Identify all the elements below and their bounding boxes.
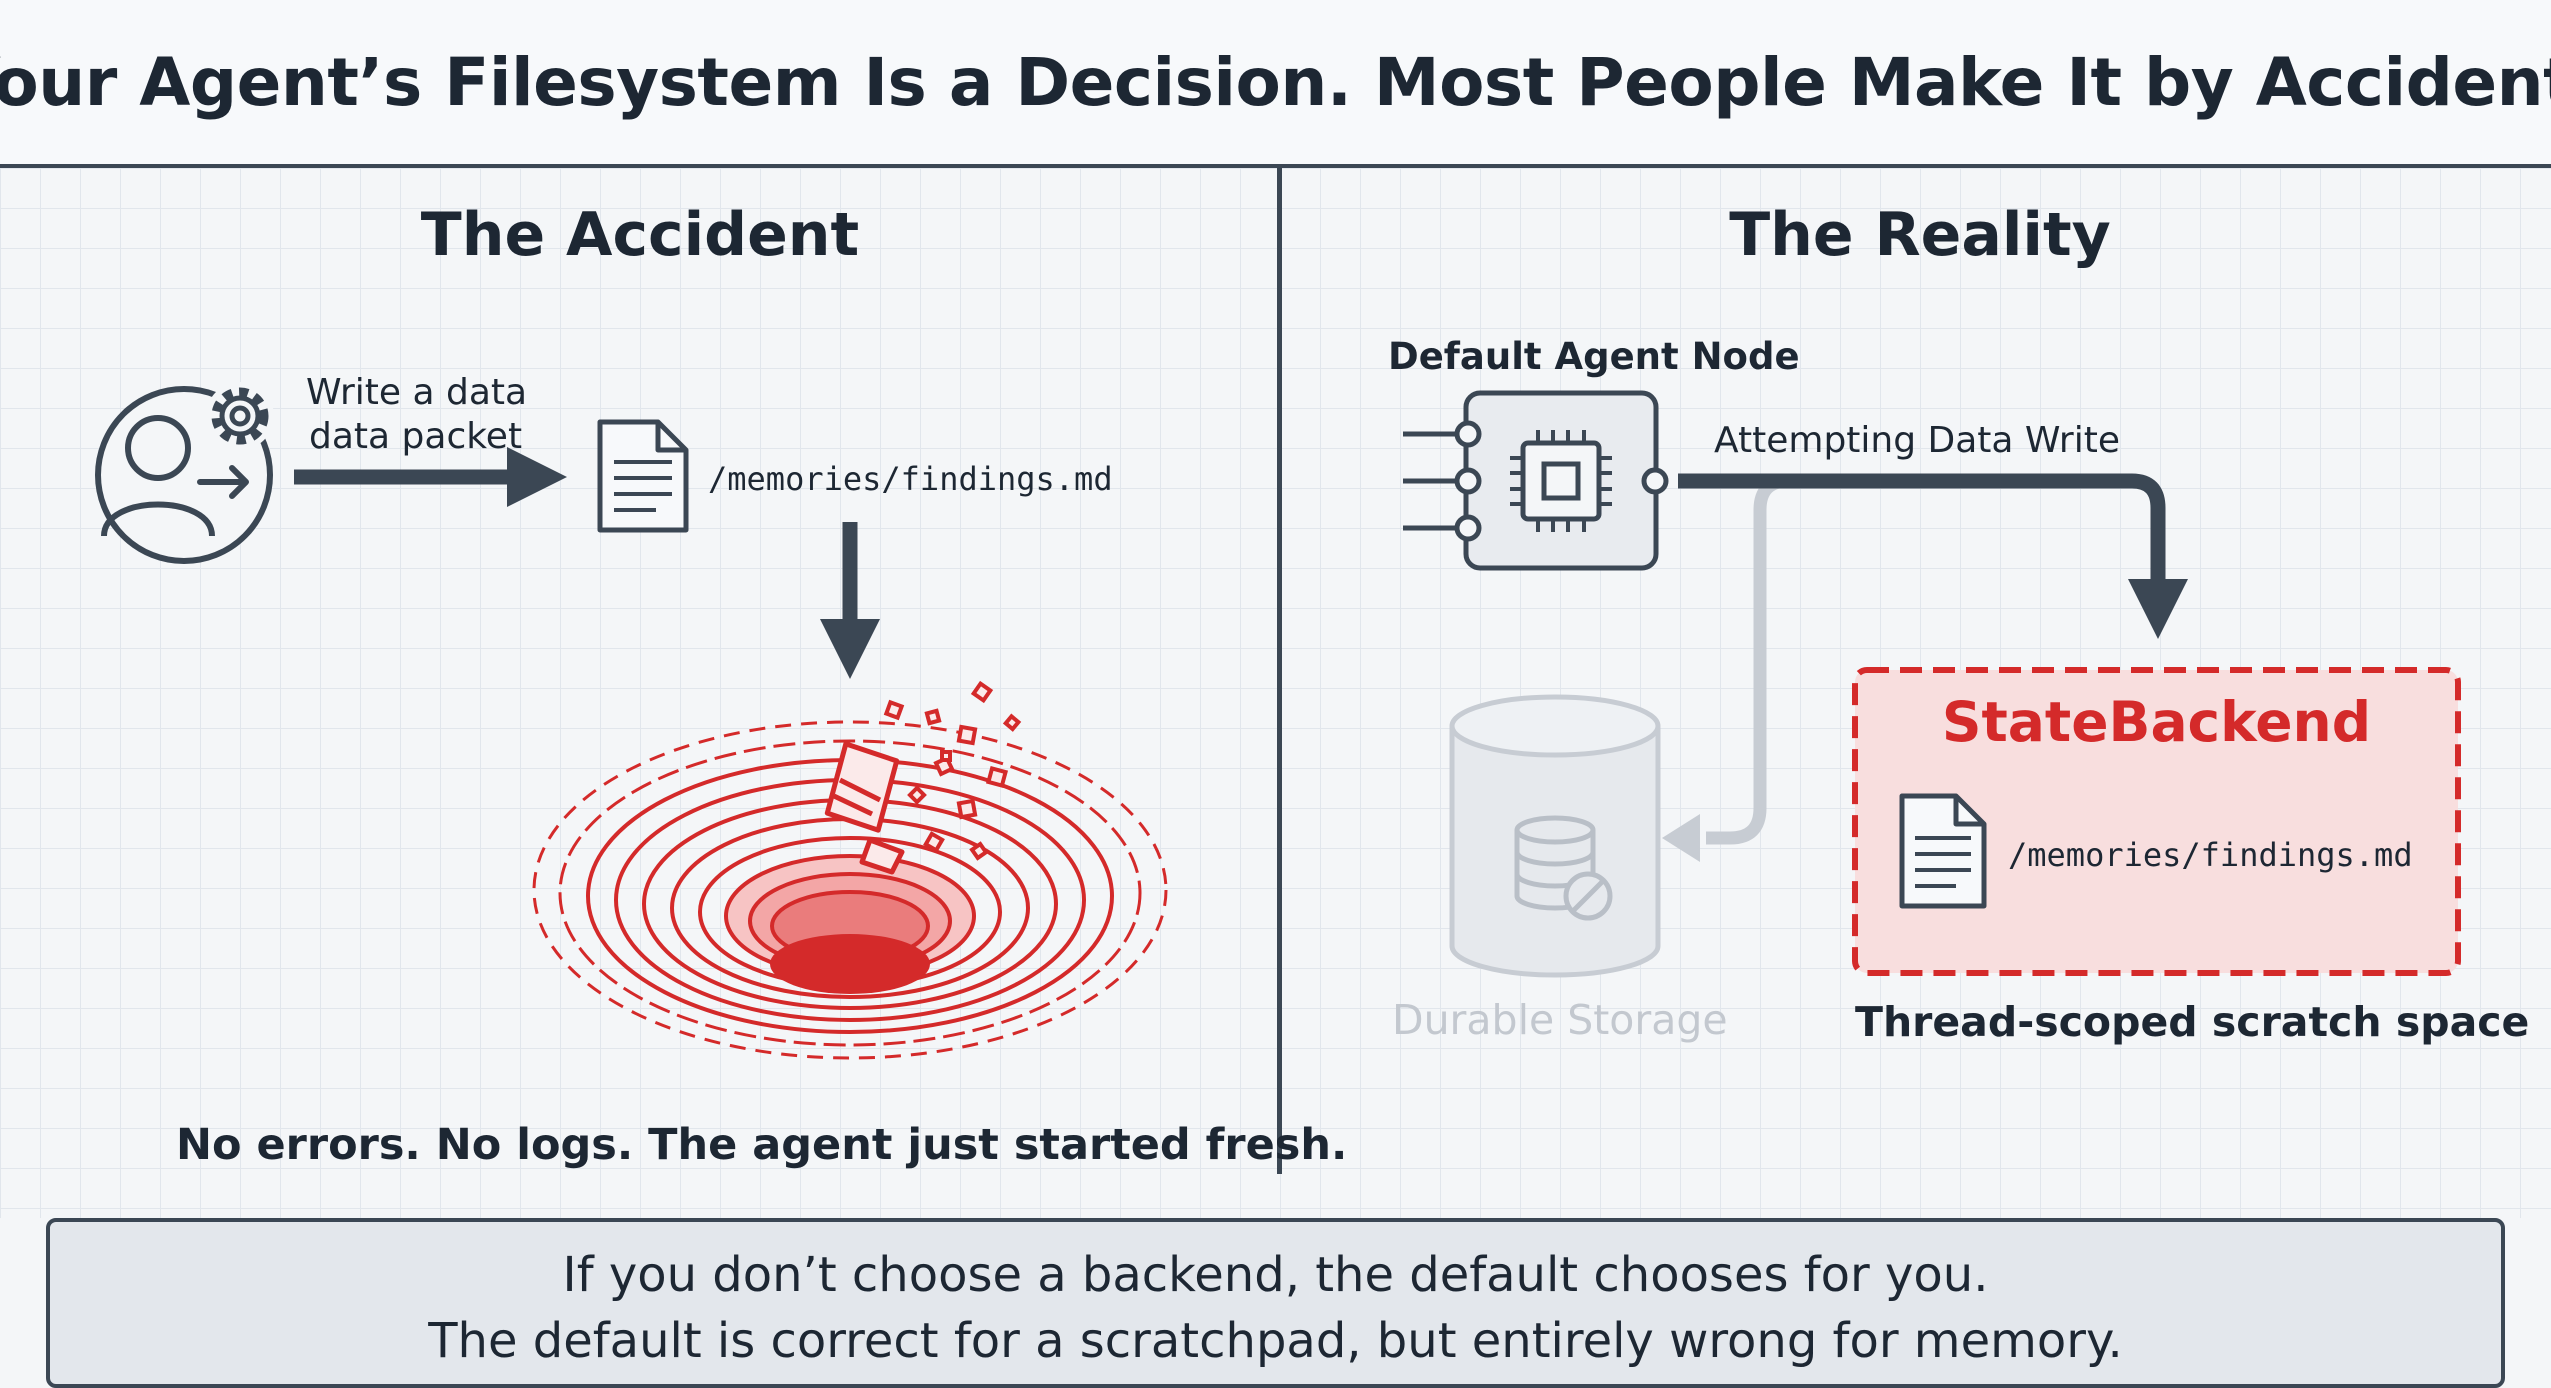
gear-icon [206,382,274,450]
summary-line-1: If you don’t choose a backend, the defau… [562,1247,1989,1303]
agent-node-chip-icon [1403,390,1669,571]
file-path-label: /memories/findings.md [708,460,1113,498]
database-icon [1449,694,1661,978]
state-backend-title: StateBackend [1941,690,2372,754]
write-label-line1: Write a data [306,372,528,413]
write-path-arrow [1678,473,2188,639]
blocked-icon [1563,871,1613,921]
file-icon [597,419,689,533]
backend-caption: Thread-scoped scratch space [1855,998,2530,1046]
durable-storage-label: Durable Storage [1392,996,1728,1044]
right-panel-title: The Reality [1729,200,2111,270]
blocked-storage-path [1662,474,1789,862]
summary-banner: If you don’t choose a backend, the defau… [46,1218,2505,1388]
backend-file-icon [1899,793,1987,909]
write-attempt-label: Attempting Data Write [1714,420,2120,461]
backend-file-path-label: /memories/findings.md [2008,836,2413,874]
state-backend-box [1852,667,2461,976]
write-label-line2: data packet [309,416,523,457]
summary-line-2: The default is correct for a scratchpad,… [428,1313,2123,1369]
agent-node-label: Default Agent Node [1388,335,1800,378]
header: Your Agent’s Filesystem Is a Decision. M… [0,0,2551,168]
page-title: Your Agent’s Filesystem Is a Decision. M… [0,43,2551,121]
accident-caption: No errors. No logs. The agent just start… [176,1120,1348,1170]
panel-divider [1277,168,1282,1174]
shattered-file-icon [824,741,905,875]
left-panel-title: The Accident [420,200,860,270]
data-fragments [883,680,1022,861]
